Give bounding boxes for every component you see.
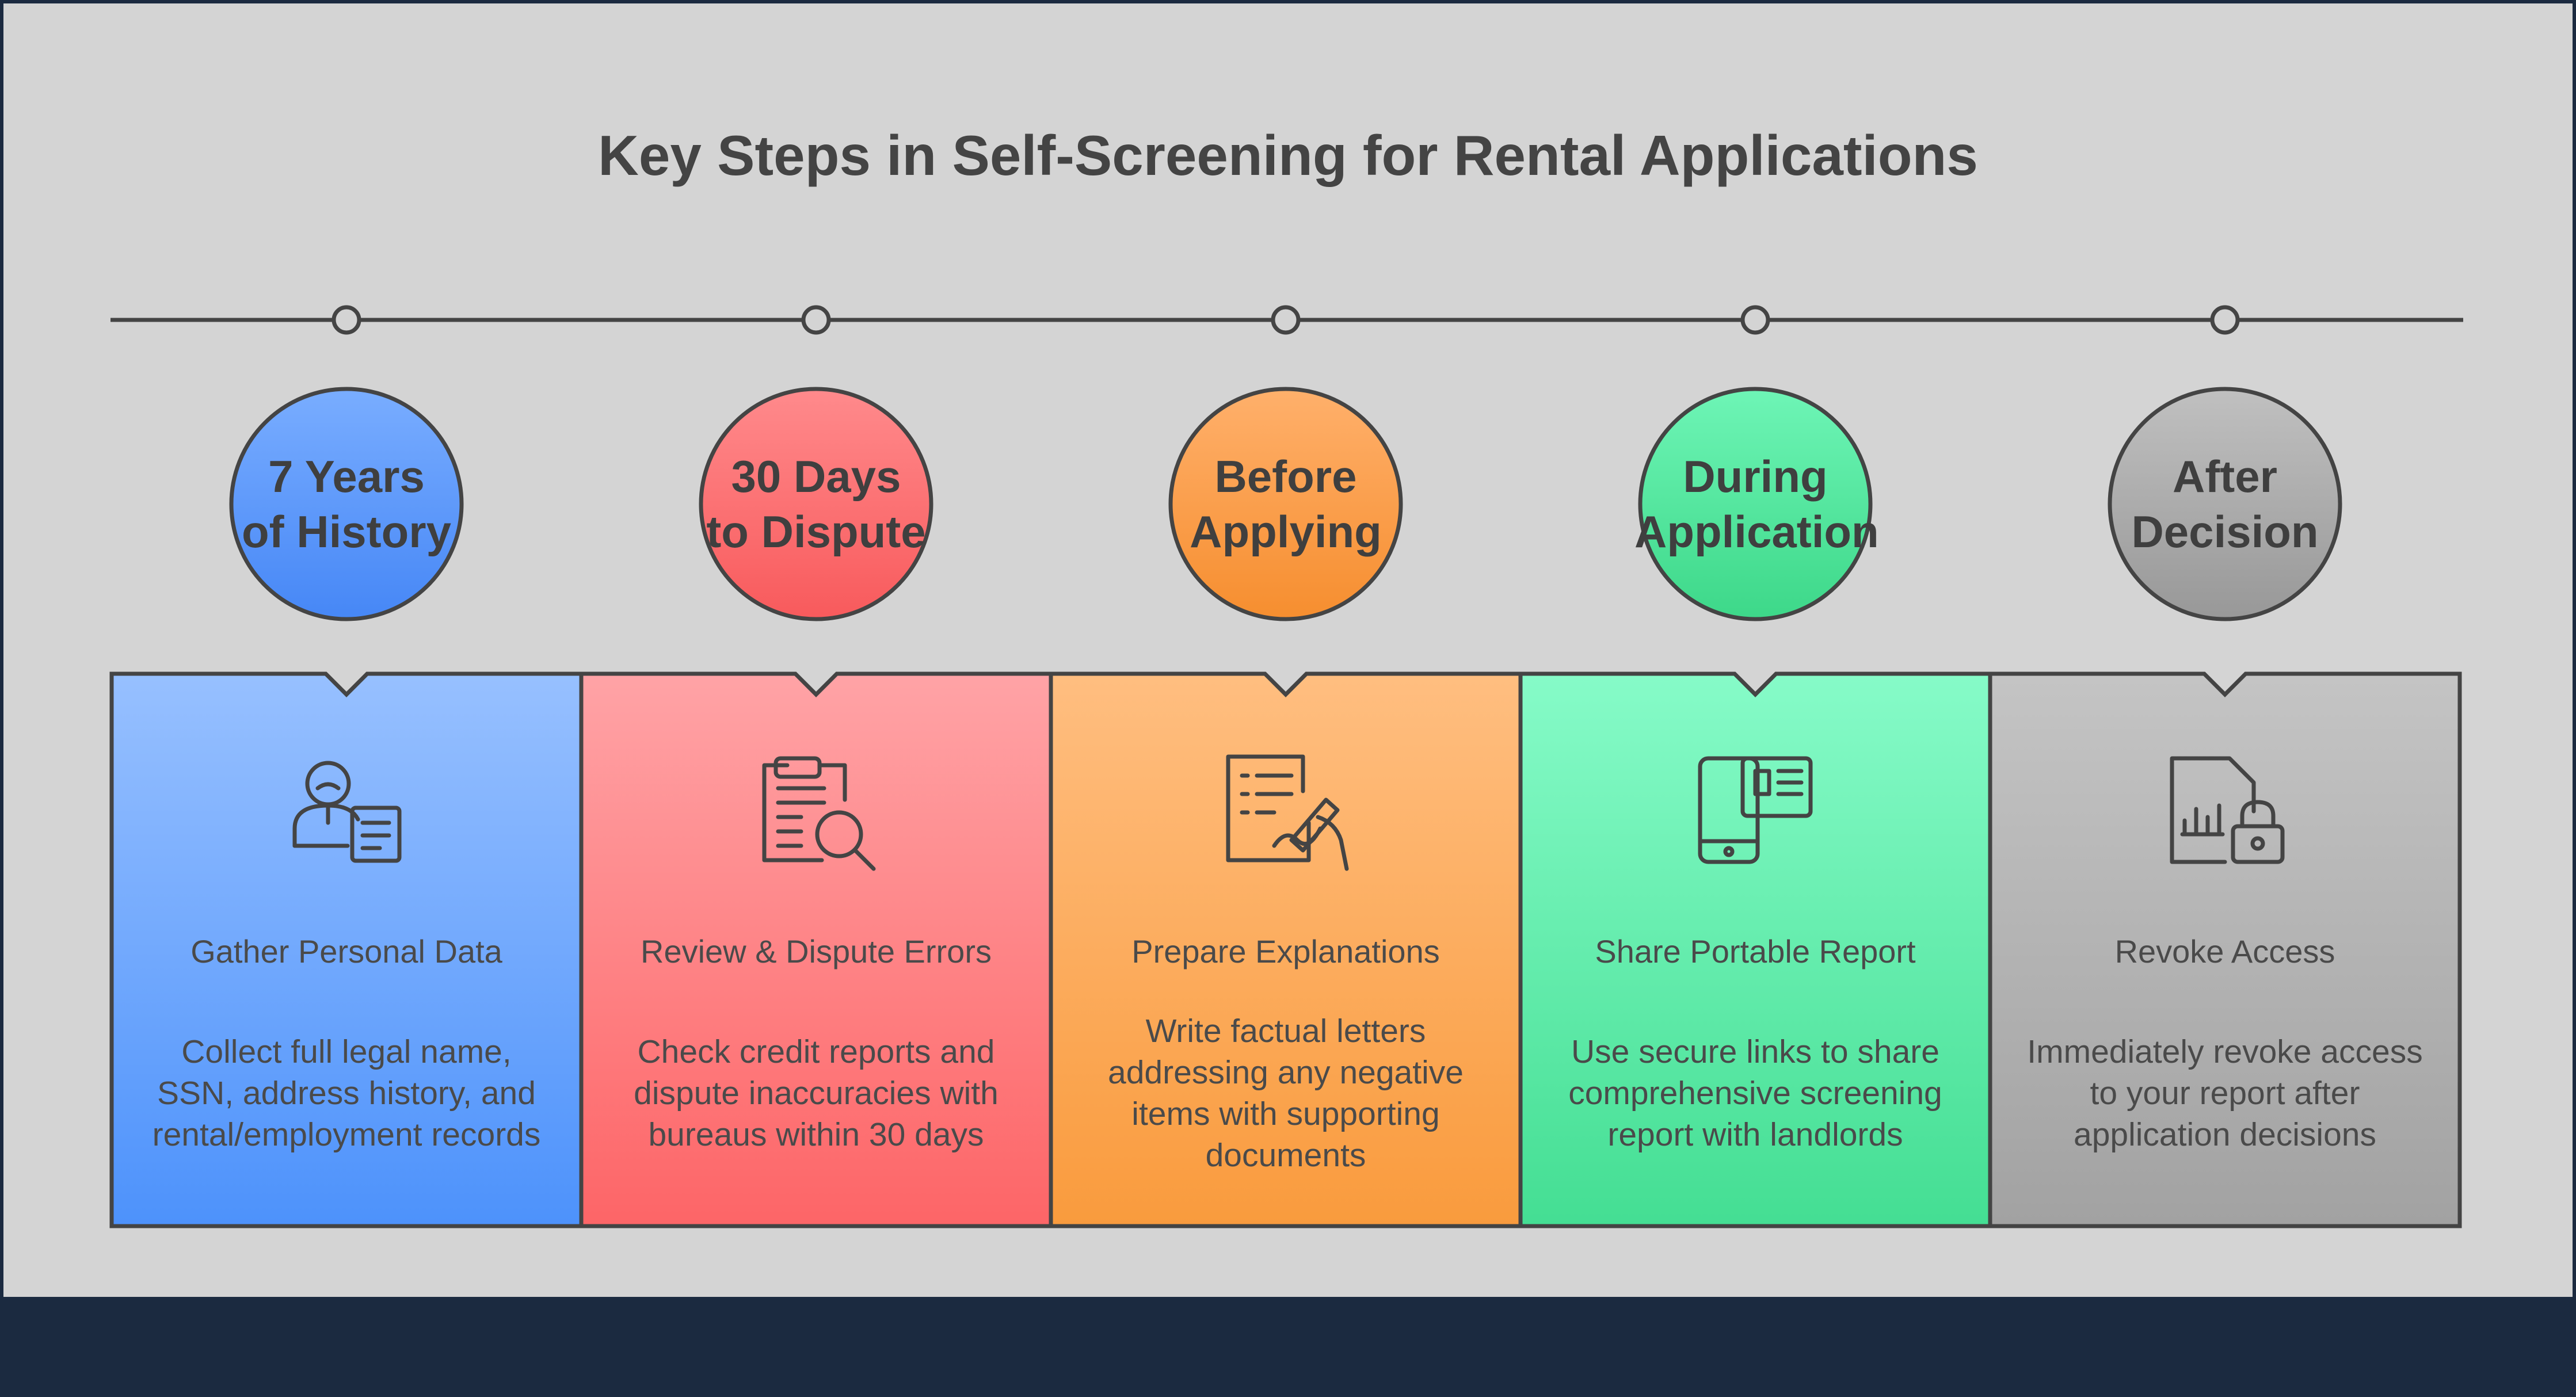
step-heading: Revoke Access: [2114, 933, 2335, 969]
timeline-marker: [2210, 305, 2240, 335]
badge-label-line2: to Dispute: [706, 506, 926, 557]
step-description: Write factual letters addressing any neg…: [1108, 1013, 1464, 1174]
step-heading: Prepare Explanations: [1131, 933, 1440, 969]
step-card: [1049, 671, 1523, 1228]
timeline-marker: [801, 305, 831, 335]
timeline-marker: [1271, 305, 1301, 335]
badge-label-line1: 30 Days: [731, 451, 901, 502]
mobile-report-icon: [1698, 756, 1813, 864]
badge-label-line1: After: [2172, 451, 2277, 502]
badge-label-line2: Decision: [2131, 506, 2319, 557]
step-card: [1518, 671, 1992, 1228]
badge-label-line1: During: [1683, 451, 1828, 502]
step-card: [1988, 671, 2462, 1228]
step-heading: Gather Personal Data: [190, 933, 502, 969]
step-card: [579, 671, 1053, 1228]
step-badge: [1638, 387, 1873, 621]
timeline-marker: [331, 305, 361, 335]
step-badge: [2108, 387, 2342, 621]
step-card: [109, 671, 584, 1228]
locked-report-icon: [2170, 756, 2285, 864]
badge-label-line1: 7 Years: [268, 451, 425, 502]
clipboard-search-icon: [762, 756, 876, 871]
badge-label-line2: of History: [241, 506, 452, 557]
step-description: Check credit reports and dispute inaccur…: [634, 1033, 999, 1153]
step-description: Collect full legal name, SSN, address hi…: [152, 1033, 541, 1153]
step-badge: [229, 387, 464, 621]
step-heading: Share Portable Report: [1595, 933, 1916, 969]
document-writing-icon: [1226, 754, 1349, 871]
step-heading: Review & Dispute Errors: [641, 933, 992, 969]
footer-bar: [0, 1297, 2576, 1397]
person-document-icon: [292, 761, 402, 863]
badge-label-line2: Applying: [1190, 506, 1382, 557]
badge-label-line2: Application: [1634, 506, 1879, 557]
diagram-title: Key Steps in Self-Screening for Rental A…: [598, 124, 1978, 187]
step-description: Immediately revoke access to your report…: [2027, 1033, 2423, 1153]
step-badge: [1168, 387, 1403, 621]
badge-label-line1: Before: [1214, 451, 1357, 502]
step-badge: [699, 387, 933, 621]
step-description: Use secure links to share comprehensive …: [1568, 1033, 1942, 1153]
timeline-marker: [1740, 305, 1770, 335]
